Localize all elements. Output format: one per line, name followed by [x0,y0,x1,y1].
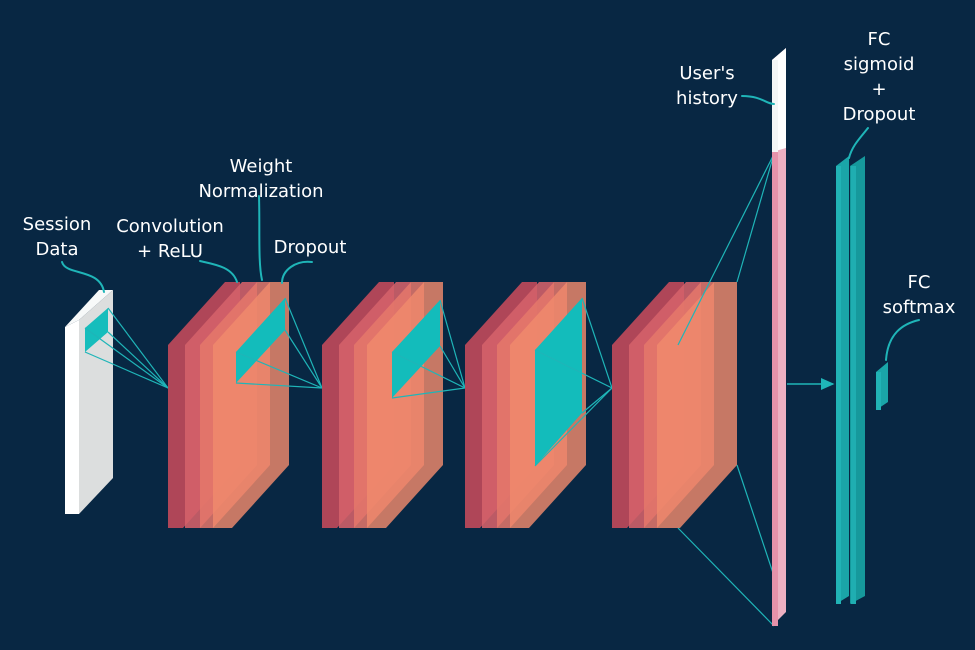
convolution-relu-label: Convolution + ReLU [112,214,228,264]
session-data-label-line-1: Session [22,214,92,235]
fc-sigmoid-bars [836,156,865,604]
projection-lines-4 [677,153,775,627]
kernel-patch-1 [236,298,285,383]
conv-layer-group-3 [465,282,586,528]
session-data-label-line-2: Data [35,239,79,260]
fc-softmax-block [876,362,888,410]
weight-normalization-label-line-1: Weight [229,156,293,177]
projection-lines-3 [534,297,613,467]
callout-leaders [61,95,920,361]
projection-lines-1 [235,297,323,389]
session-data-label: Session Data [22,212,92,262]
session-data-block [65,290,113,514]
conv-layer-group-2 [322,282,443,528]
weight-normalization-label: Weight Normalization [196,154,326,204]
fc-sigmoid-dropout-label: FC sigmoid + Dropout [836,27,922,127]
session-kernel-patch [85,308,108,352]
convolution-relu-label-line-1: Convolution [116,216,224,237]
projection-lines-2 [391,299,466,399]
users-history-bar [772,48,786,626]
users-history-label: User's history [672,61,742,111]
fc-sigmoid-label-line-3: + [871,79,887,100]
kernel-patch-3 [535,298,582,466]
fc-softmax-label-line-2: softmax [882,297,956,318]
fc-sigmoid-label-line-2: sigmoid [843,54,915,75]
convolution-relu-label-line-2: + ReLU [137,241,203,262]
conv-layer-group-4 [612,282,737,528]
kernel-patch-2 [392,300,440,398]
session-projection-lines [84,307,169,389]
dropout-label: Dropout [273,237,347,258]
weight-normalization-label-line-2: Normalization [198,181,324,202]
fc-sigmoid-label-line-4: Dropout [842,104,916,125]
fc-softmax-label-line-1: FC [907,272,931,293]
users-history-label-line-2: history [676,88,738,109]
users-history-label-line-1: User's [679,63,735,84]
conv-layer-group-1 [168,282,289,528]
fc-sigmoid-label-line-1: FC [867,29,891,50]
fc-softmax-label: FC softmax [878,270,960,320]
